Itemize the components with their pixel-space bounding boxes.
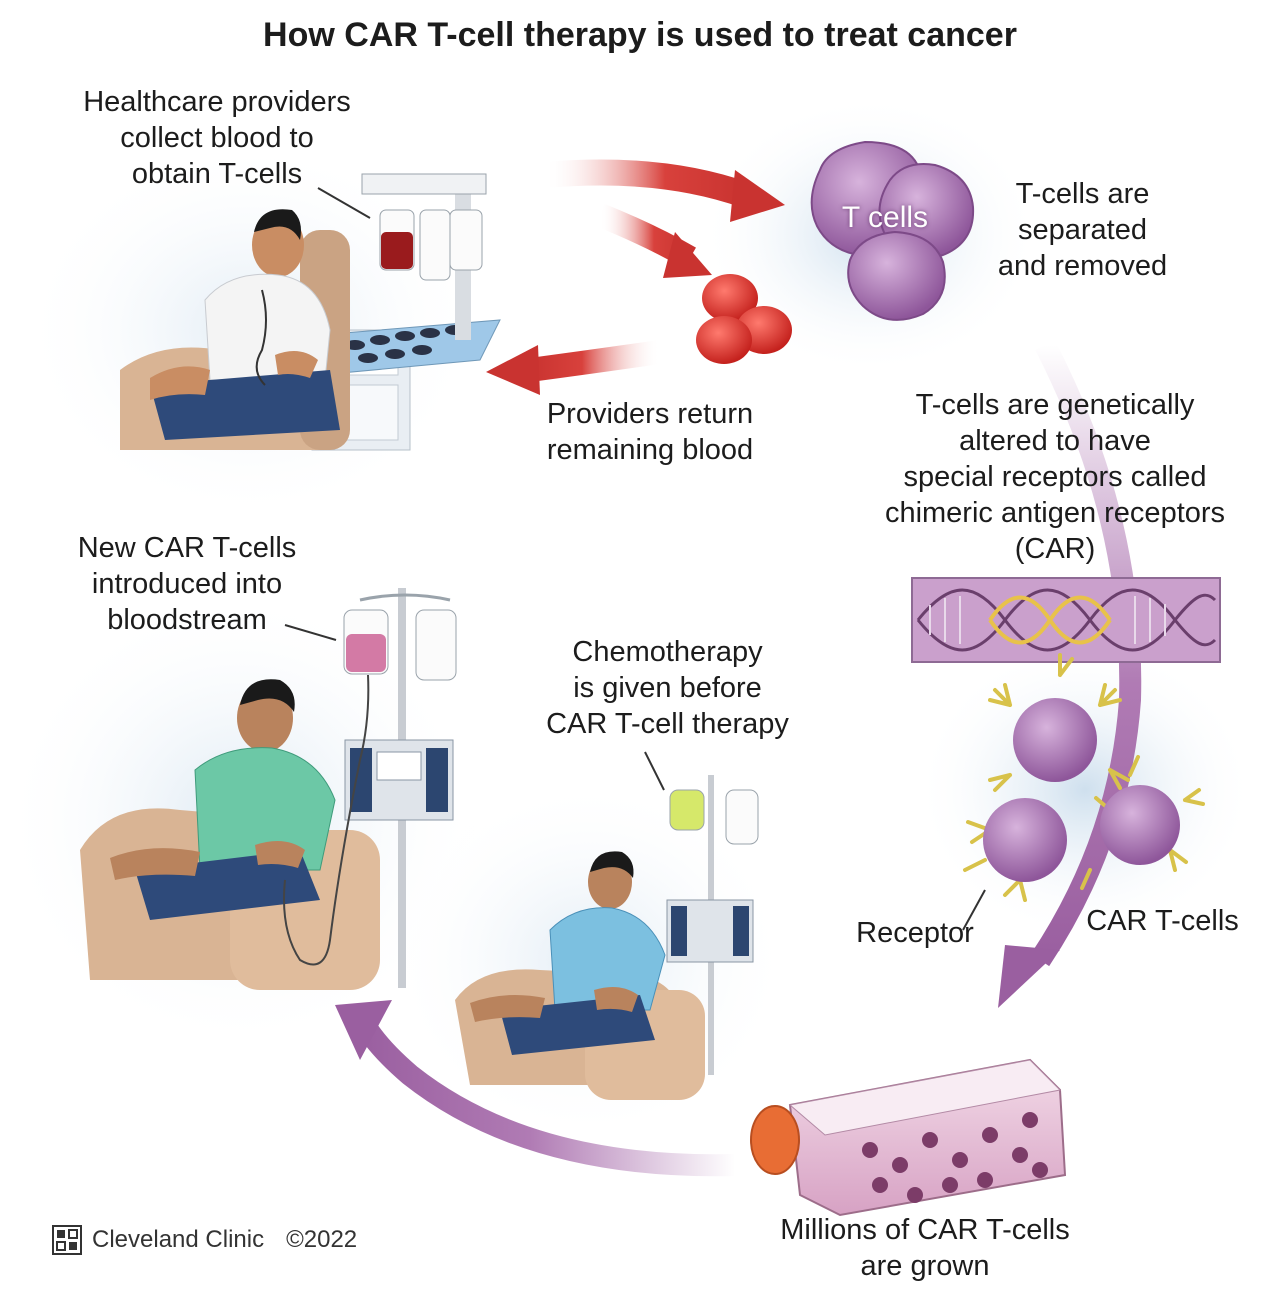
red-arrows <box>486 159 785 395</box>
label-infuse: New CAR T-cells introduced into bloodstr… <box>77 532 297 636</box>
label-separate: T-cells are separated and removed <box>997 178 1168 282</box>
receptor-label: Receptor <box>856 917 974 949</box>
car-t-cells <box>962 653 1205 931</box>
t-cells-label: T cells <box>841 201 929 234</box>
car-t-cells-label: CAR T-cells <box>1086 905 1239 937</box>
footer-copyright: ©2022 <box>286 1226 358 1253</box>
label-alter: T-cells are genetically altered to have … <box>884 389 1226 565</box>
label-collect: Healthcare providers collect blood to ob… <box>83 86 351 190</box>
footer: Cleveland Clinic ©2022 <box>52 1222 357 1258</box>
diagram-title: How CAR T-cell therapy is used to treat … <box>263 16 1017 54</box>
cleveland-clinic-logo-icon <box>52 1225 82 1255</box>
footer-brand: Cleveland Clinic <box>92 1226 265 1253</box>
red-blood-cells <box>696 274 792 364</box>
dna-strip <box>911 577 1221 663</box>
patient-chemo-scene <box>455 775 759 1100</box>
label-chemo: Chemotherapy is given before CAR T-cell … <box>546 636 789 740</box>
t-cells-cluster <box>810 140 975 321</box>
culture-flask <box>750 1058 1067 1217</box>
label-grow: Millions of CAR T-cells are grown <box>780 1214 1070 1282</box>
label-return: Providers return remaining blood <box>546 398 754 466</box>
patient-collection-scene <box>120 173 501 451</box>
patient-infusion-scene <box>80 588 457 990</box>
